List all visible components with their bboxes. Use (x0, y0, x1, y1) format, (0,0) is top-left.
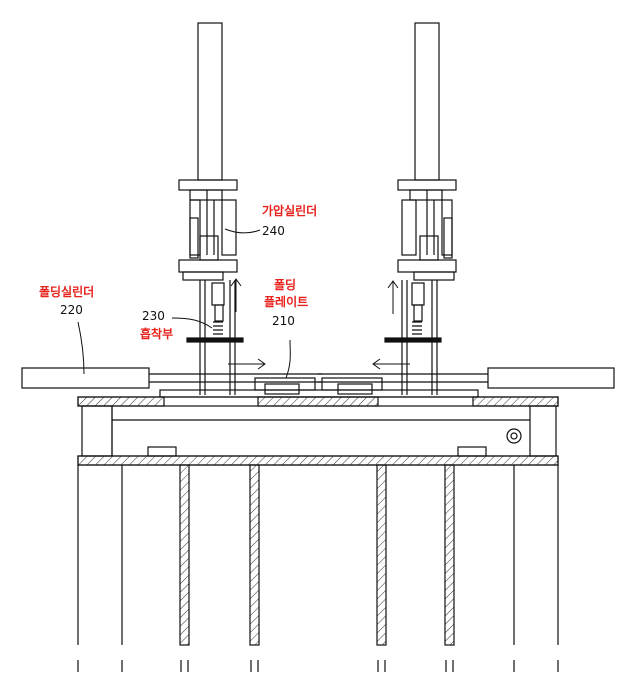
suction-unit-label: 흡착부 (140, 326, 173, 341)
leader-lines (77, 228, 291, 379)
arrow-right-icon (228, 358, 266, 370)
left-folding-cylinder (21, 367, 150, 389)
arrow-up-icon (387, 280, 399, 314)
folding-mechanism (21, 367, 615, 398)
folding-cylinder-label: 폴딩실린더 (39, 284, 94, 299)
motion-arrows (228, 278, 410, 370)
base-frame (77, 396, 559, 672)
pressure-cylinder-number: 240 (262, 224, 285, 238)
folding-cylinder-number: 220 (60, 303, 83, 317)
left-cylinder-rod (197, 22, 223, 181)
right-cylinder-rod (414, 22, 440, 181)
left-press-assembly (178, 22, 244, 395)
leader-240 (224, 228, 261, 234)
right-press-assembly (384, 22, 457, 395)
arrow-up-icon (230, 278, 242, 312)
right-pressure-cylinder-body (401, 199, 417, 256)
left-suction-pad (186, 337, 244, 343)
right-mid-flange (397, 259, 457, 273)
leader-210 (285, 339, 291, 379)
leader-220 (77, 321, 85, 375)
right-suction-pad (384, 337, 442, 343)
suction-unit-number: 230 (142, 309, 165, 323)
leader-230 (171, 317, 213, 329)
left-mid-flange (178, 259, 238, 273)
folding-plate-label-line2: 플레이트 (264, 294, 308, 309)
left-pressure-cylinder-body (221, 199, 237, 256)
folding-plate-number: 210 (272, 314, 295, 328)
right-folding-cylinder (487, 367, 615, 389)
folding-plate-label-line1: 폴딩 (274, 277, 296, 292)
pressure-cylinder-label: 가압실린더 (262, 203, 317, 218)
arrow-left-icon (372, 358, 410, 370)
right-top-flange (397, 179, 457, 191)
left-top-flange (178, 179, 238, 191)
